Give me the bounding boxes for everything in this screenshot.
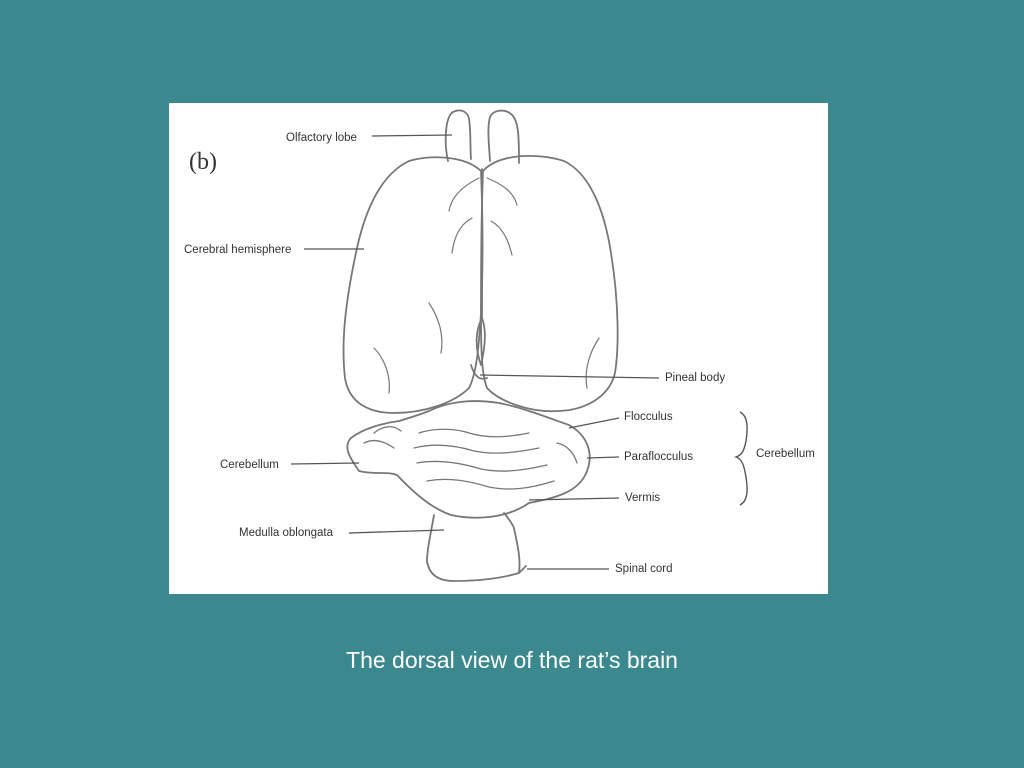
label-cerebellum-group: Cerebellum xyxy=(756,448,815,460)
cerebral-hemisphere-right xyxy=(481,156,618,411)
label-paraflocculus: Paraflocculus xyxy=(624,451,693,463)
brain-diagram-panel: (b) Olfactory lobe Cerebral hemisphere P… xyxy=(169,103,828,594)
label-cerebral-hemisphere: Cerebral hemisphere xyxy=(184,244,291,256)
cerebral-hemisphere-left xyxy=(344,157,483,413)
label-pineal-body: Pineal body xyxy=(665,372,725,384)
label-spinal-cord: Spinal cord xyxy=(615,563,673,575)
label-medulla-oblongata: Medulla oblongata xyxy=(239,527,334,539)
brain-diagram: (b) Olfactory lobe Cerebral hemisphere P… xyxy=(169,103,828,594)
olfactory-lobe-right xyxy=(488,111,519,163)
label-flocculus: Flocculus xyxy=(624,411,673,423)
label-vermis: Vermis xyxy=(625,492,660,504)
medulla-oblongata xyxy=(427,513,520,581)
panel-letter: (b) xyxy=(189,149,217,175)
cerebellum-brace xyxy=(736,412,747,505)
olfactory-lobe-left xyxy=(446,110,471,161)
label-olfactory-lobe: Olfactory lobe xyxy=(286,132,357,144)
slide-caption: The dorsal view of the rat’s brain xyxy=(0,647,1024,674)
cerebellum xyxy=(347,401,589,518)
label-cerebellum: Cerebellum xyxy=(220,459,279,471)
